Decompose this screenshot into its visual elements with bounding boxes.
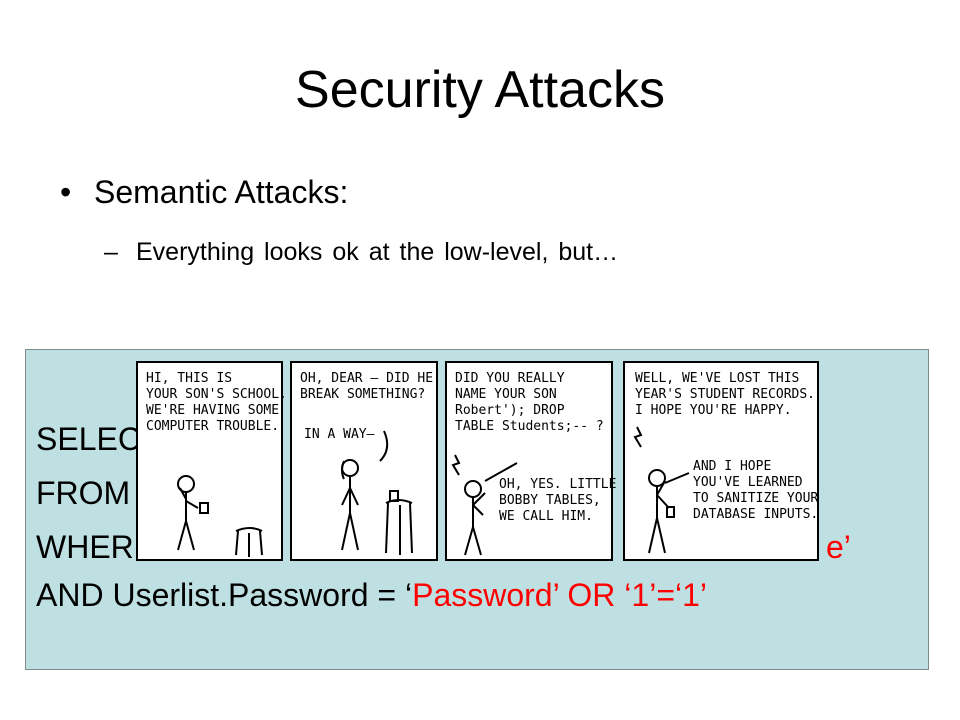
comic-panel-3: DID YOU REALLY NAME YOUR SON Robert'); D… — [445, 361, 617, 561]
panel-1-speech: HI, THIS IS YOUR SON'S SCHOOL. WE'RE HAV… — [146, 371, 287, 434]
panel-4-speech: WELL, WE'VE LOST THIS YEAR'S STUDENT REC… — [635, 371, 816, 418]
phone-mother-figure-icon — [451, 454, 518, 556]
comic-panel-4: WELL, WE'VE LOST THIS YEAR'S STUDENT REC… — [623, 361, 819, 561]
sql-injection-payload: Password’ OR ‘1’=‘1’ — [412, 577, 708, 613]
sql-line-from: FROM — [36, 475, 131, 511]
panel-3-speech: DID YOU REALLY NAME YOUR SON Robert'); D… — [455, 371, 604, 434]
slide-title: Security Attacks — [295, 61, 665, 119]
sub-bullet-item: –Everything looks ok at the low-level, b… — [104, 236, 618, 268]
panel-3-reply: OH, YES. LITTLE BOBBY TABLES, WE CALL HI… — [499, 477, 617, 524]
phone-caller-figure-icon — [177, 475, 263, 557]
bullet-text: Semantic Attacks: — [94, 174, 349, 210]
comic-panel-1: HI, THIS IS YOUR SON'S SCHOOL. WE'RE HAV… — [136, 361, 287, 561]
sql-password-clause: AND Userlist.Password = ‘ — [36, 577, 413, 613]
bullet-dot-icon: • — [60, 174, 72, 210]
panel-2-reply: IN A WAY– — [304, 427, 375, 442]
sql-line-where-tail: e’ — [826, 529, 851, 565]
panel-2-speech: OH, DEAR – DID HE BREAK SOMETHING? — [300, 371, 434, 402]
upset-mother-figure-icon — [633, 426, 690, 554]
comic-panel-2: OH, DEAR – DID HE BREAK SOMETHING? IN A … — [290, 361, 438, 561]
dash-icon: – — [104, 238, 118, 266]
sql-line-and: AND Userlist.Password = ‘Password’ OR ‘1… — [36, 575, 707, 615]
mother-figure-icon — [341, 430, 413, 555]
sql-line-where: WHERE — [36, 529, 156, 565]
panel-4-reply: AND I HOPE YOU'VE LEARNED TO SANITIZE YO… — [693, 459, 819, 522]
sub-bullet-text: Everything looks ok at the low-level, bu… — [136, 238, 619, 266]
bullet-item: • Semantic Attacks: — [60, 172, 348, 212]
